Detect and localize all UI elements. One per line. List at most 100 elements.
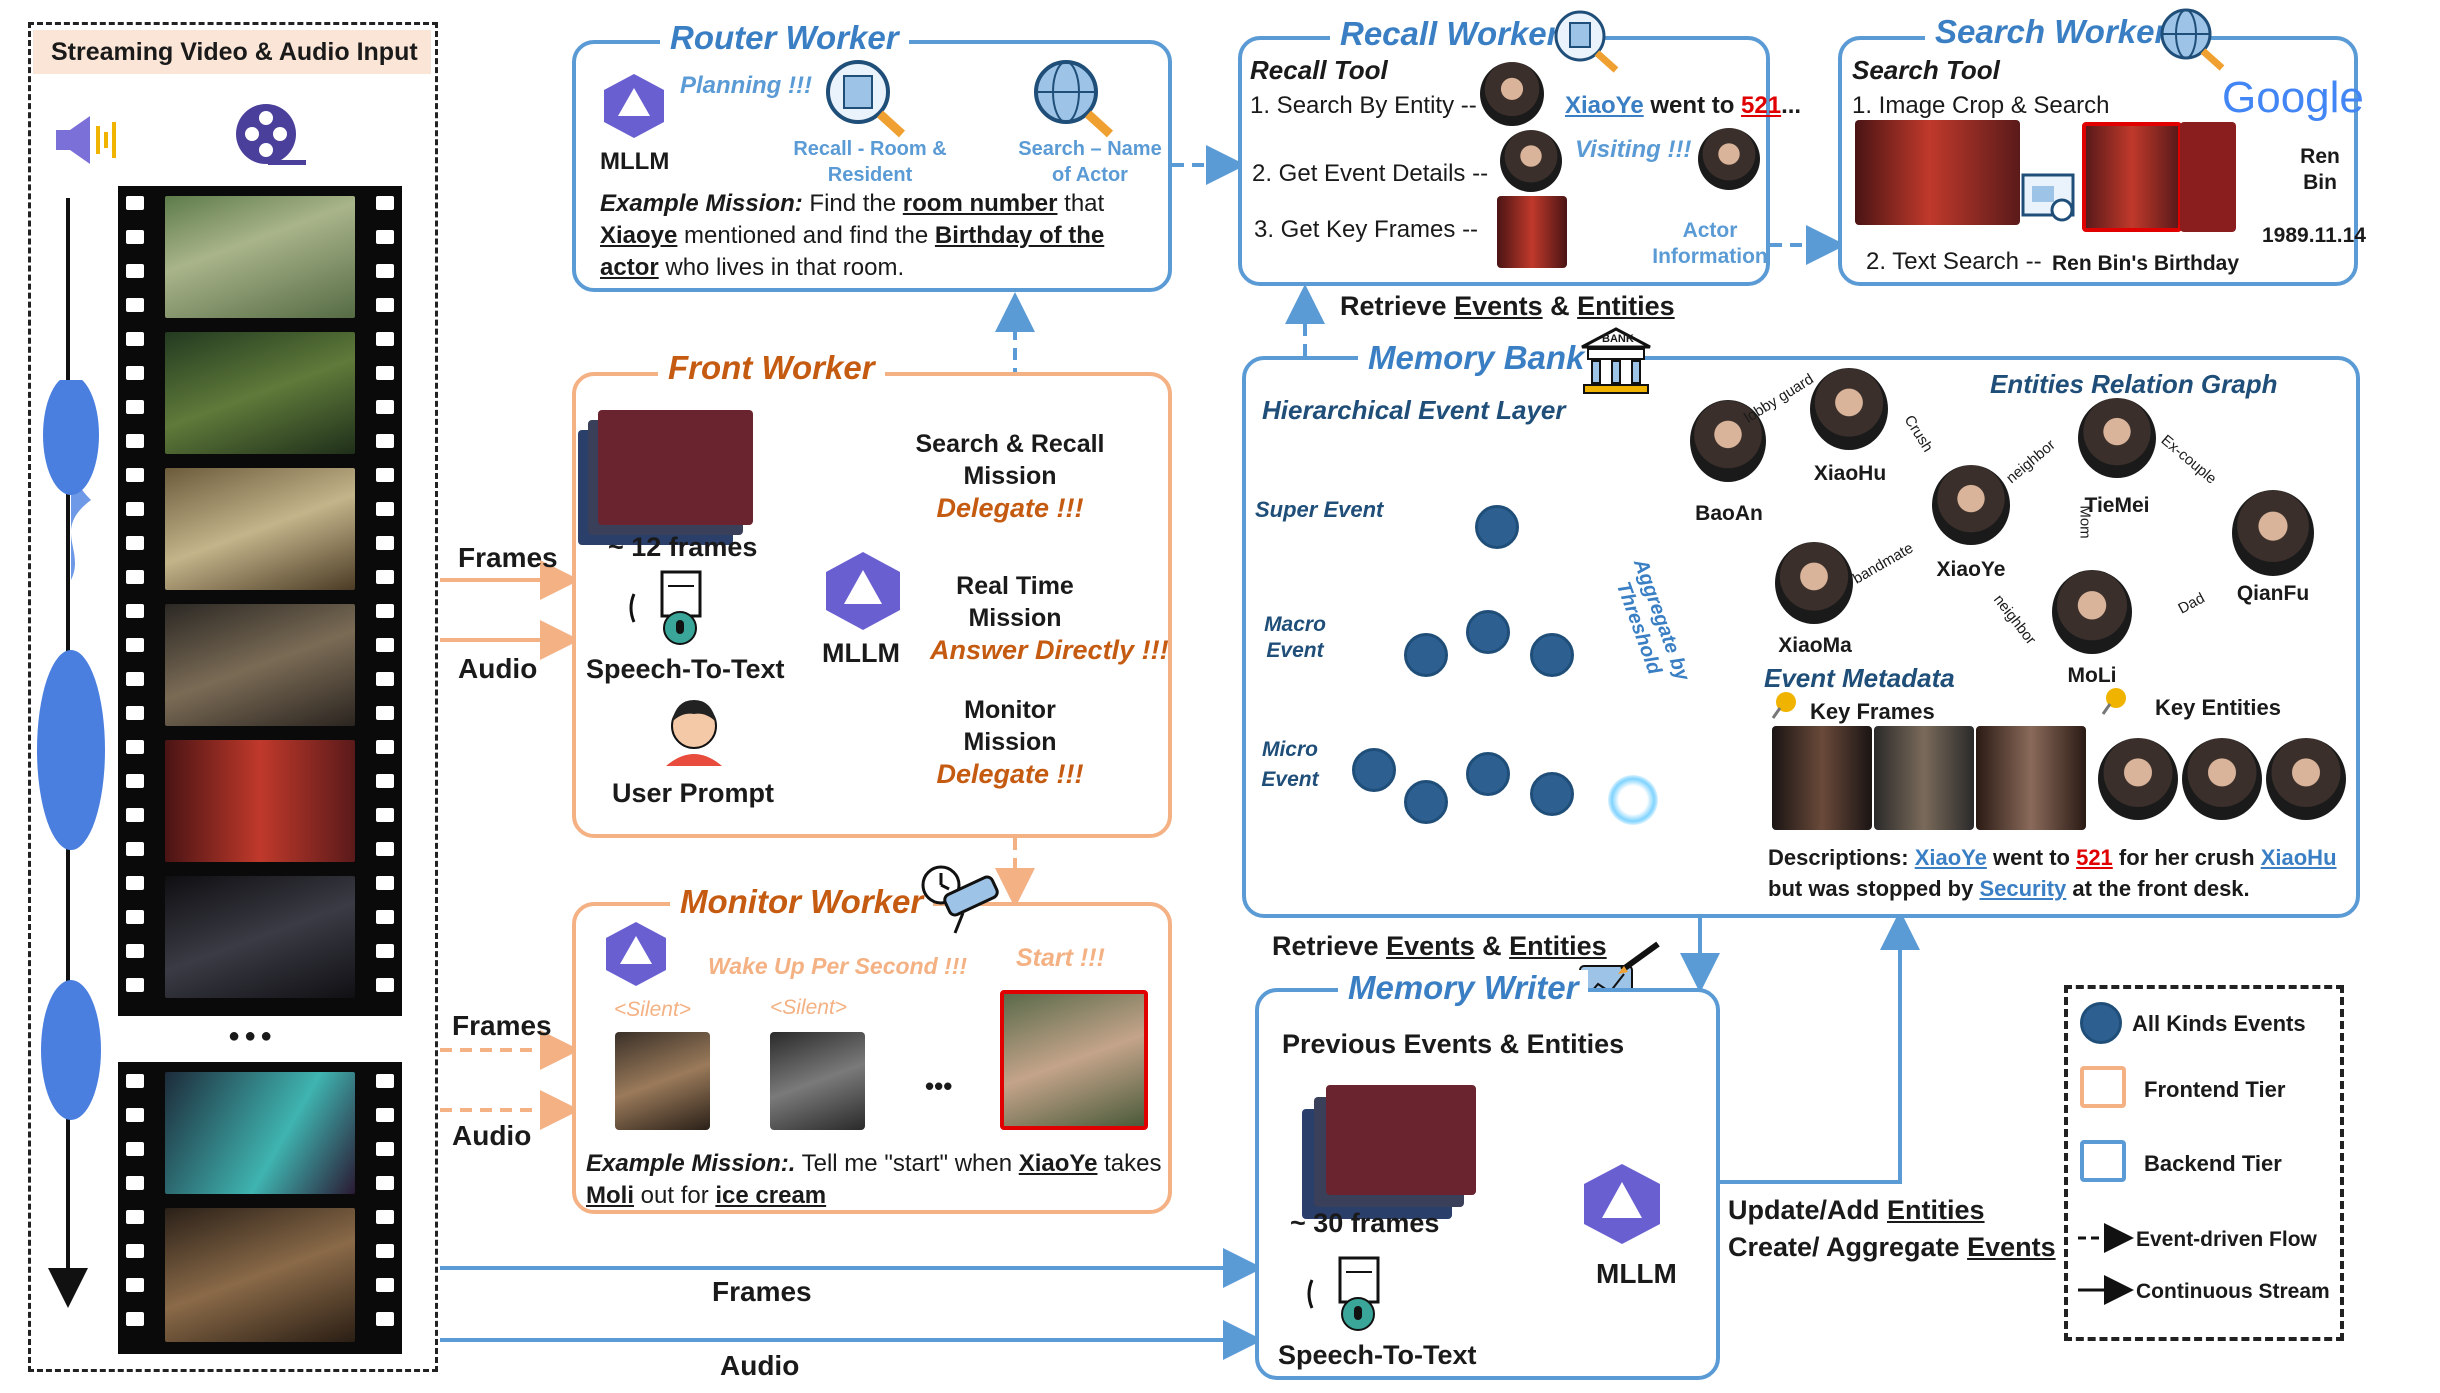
retrieve-label-top: Retrieve Events & Entities	[1340, 291, 1675, 321]
speech-to-text-icon	[628, 568, 718, 650]
speaker-icon	[50, 112, 120, 168]
film-hole	[376, 332, 394, 346]
legend-box	[2064, 985, 2344, 1341]
monitor-trigger-frame	[1000, 990, 1148, 1130]
film-hole	[376, 264, 394, 278]
film-hole	[376, 536, 394, 550]
google-logo: Google	[2222, 73, 2364, 122]
key-frame-thumb	[1874, 726, 1974, 830]
film-hole	[376, 366, 394, 380]
film-hole	[376, 468, 394, 482]
film-hole	[126, 740, 144, 754]
entities-graph-title: Entities Relation Graph	[1990, 369, 2278, 399]
search-tool-label: Search Tool	[1852, 55, 2000, 85]
planning-label: Planning !!!	[680, 72, 812, 99]
memory-bank-title: Memory Bank	[1358, 340, 1595, 376]
video-frame	[165, 332, 355, 454]
film-hole	[126, 672, 144, 686]
film-hole	[126, 230, 144, 244]
film-hole	[376, 808, 394, 822]
film-hole	[376, 740, 394, 754]
film-hole	[376, 400, 394, 414]
film-hole	[376, 672, 394, 686]
waveform	[37, 380, 105, 1120]
monitor-mission: Example Mission:. Tell me "start" when X…	[586, 1150, 1162, 1209]
pin-icon	[2100, 686, 2130, 716]
monitor-dots: •••	[925, 1071, 953, 1101]
film-hole	[376, 604, 394, 618]
search-source-frame	[1855, 120, 2020, 225]
event-description: Descriptions: XiaoYe went to 521 for her…	[1768, 845, 2337, 901]
film-hole	[126, 366, 144, 380]
speech-to-text-icon	[1306, 1254, 1396, 1336]
event-orb-micro	[1352, 748, 1396, 792]
film-hole	[376, 1210, 394, 1224]
key-frame-thumb	[1497, 196, 1567, 268]
ellipsis: ●●●	[228, 1025, 277, 1047]
film-hole	[126, 298, 144, 312]
film-hole	[376, 706, 394, 720]
router-mllm-label: MLLM	[600, 148, 670, 175]
legend-event-flow-label: Event-driven Flow	[2136, 1228, 2317, 1251]
film-hole	[126, 400, 144, 414]
search-step-2: 2. Text Search --	[1866, 248, 2042, 275]
recall-step-label: Recall - Room &Resident	[793, 138, 947, 186]
film-hole	[126, 944, 144, 958]
front-mllm-label: MLLM	[822, 638, 900, 668]
frame-stack	[1326, 1085, 1476, 1195]
entity-moli	[2052, 570, 2132, 654]
writer-stt-label: Speech-To-Text	[1278, 1340, 1477, 1370]
film-hole	[376, 842, 394, 856]
wake-label: Wake Up Per Second !!!	[708, 953, 968, 979]
film-hole	[376, 638, 394, 652]
entity-avatar	[1480, 62, 1544, 126]
key-entity-avatar	[2182, 738, 2262, 820]
film-hole	[376, 502, 394, 516]
event-orb-micro	[1466, 752, 1510, 796]
entity-baoan	[1690, 400, 1766, 482]
globe-search-icon	[1030, 56, 1120, 138]
entity-tiemei	[2078, 398, 2156, 478]
search-worker-title: Search Worker	[1925, 14, 2178, 50]
film-hole	[126, 842, 144, 856]
user-avatar-icon	[658, 696, 730, 768]
recall-doc-icon	[1552, 8, 1622, 74]
mllm-icon	[1578, 1160, 1666, 1248]
search-result-date: 1989.11.14	[2262, 224, 2366, 247]
event-orb-macro	[1466, 610, 1510, 654]
film-hole	[126, 604, 144, 618]
entity-xiaoma	[1775, 542, 1853, 624]
film-hole	[126, 1278, 144, 1292]
mission-real-time-action: Answer Directly !!!	[930, 635, 1169, 665]
front-worker-title: Front Worker	[658, 350, 885, 386]
film-hole	[376, 1142, 394, 1156]
input-panel	[28, 22, 438, 1372]
event-metadata-title: Event Metadata	[1764, 663, 1955, 693]
recall-step-1: 1. Search By Entity --	[1250, 92, 1477, 119]
silent-label-2: <Silent>	[770, 996, 848, 1019]
event-orb-super	[1475, 505, 1519, 549]
film-hole	[126, 876, 144, 890]
film-hole	[126, 1312, 144, 1326]
router-worker-title: Router Worker	[660, 20, 909, 56]
retrieve-label-mid: Retrieve Events & Entities	[1272, 931, 1607, 961]
film-hole	[376, 570, 394, 584]
relation-label: Mom	[2076, 505, 2094, 539]
film-hole	[376, 196, 394, 210]
search-query: Ren Bin's Birthday	[2052, 252, 2240, 275]
recall-result: XiaoYe went to 521...	[1565, 92, 1802, 119]
video-frame	[165, 1208, 355, 1342]
event-orb-micro	[1530, 772, 1574, 816]
recall-tool-label: Recall Tool	[1250, 55, 1388, 85]
update-label: Update/Add Entities Create/ Aggregate Ev…	[1728, 1195, 2056, 1262]
legend-backend-label: Backend Tier	[2144, 1151, 2282, 1176]
film-hole	[126, 1244, 144, 1258]
memory-writer-title: Memory Writer	[1338, 970, 1589, 1006]
